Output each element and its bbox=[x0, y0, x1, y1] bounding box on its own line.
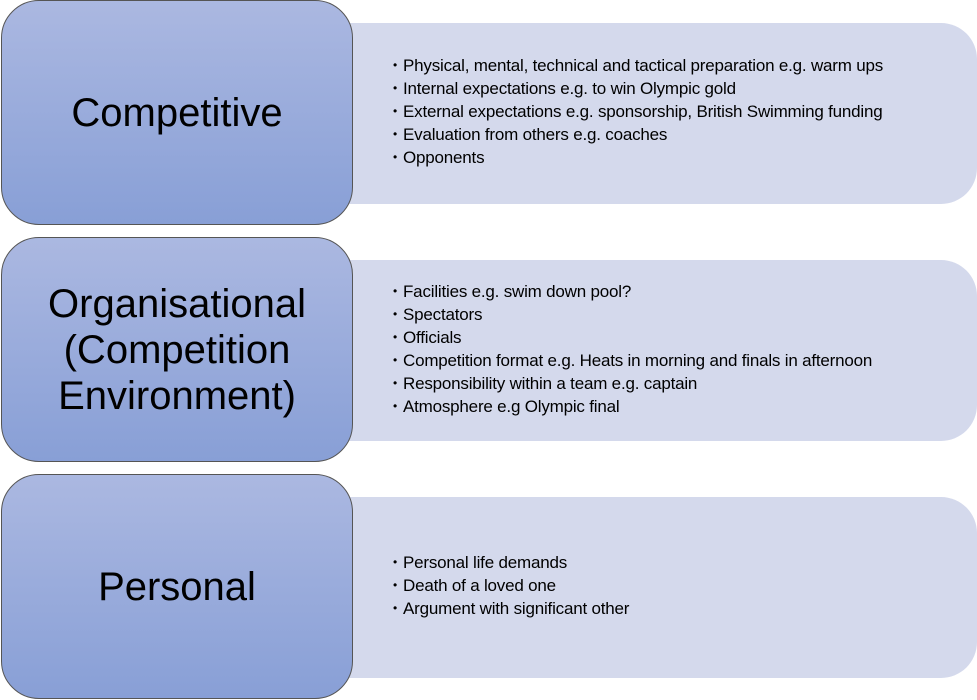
personal-box: Personal bbox=[1, 474, 353, 699]
list-item: Internal expectations e.g. to win Olympi… bbox=[393, 79, 913, 98]
organisational-details-panel: Facilities e.g. swim down pool? Spectato… bbox=[340, 260, 977, 441]
list-item: Evaluation from others e.g. coaches bbox=[393, 125, 913, 144]
list-item: Death of a loved one bbox=[393, 576, 913, 595]
list-item: Spectators bbox=[393, 305, 913, 324]
category-title: Competitive bbox=[71, 90, 283, 135]
category-title: Personal bbox=[98, 564, 256, 609]
list-item: External expectations e.g. sponsorship, … bbox=[393, 102, 913, 121]
list-item: Officials bbox=[393, 328, 913, 347]
competitive-box: Competitive bbox=[1, 0, 353, 225]
list-item: Facilities e.g. swim down pool? bbox=[393, 282, 913, 301]
organisational-box: Organisational (Competition Environment) bbox=[1, 237, 353, 462]
list-item: Responsibility within a team e.g. captai… bbox=[393, 374, 913, 393]
list-item: Argument with significant other bbox=[393, 599, 913, 618]
list-item: Physical, mental, technical and tactical… bbox=[393, 56, 913, 75]
list-item: Atmosphere e.g Olympic final bbox=[393, 397, 913, 416]
list-item: Opponents bbox=[393, 148, 913, 167]
list-item: Competition format e.g. Heats in morning… bbox=[393, 351, 913, 370]
list-item: Personal life demands bbox=[393, 553, 913, 572]
personal-details-panel: Personal life demands Death of a loved o… bbox=[340, 497, 977, 678]
competitive-details-panel: Physical, mental, technical and tactical… bbox=[340, 23, 977, 204]
category-title: Organisational (Competition Environment) bbox=[48, 281, 306, 418]
